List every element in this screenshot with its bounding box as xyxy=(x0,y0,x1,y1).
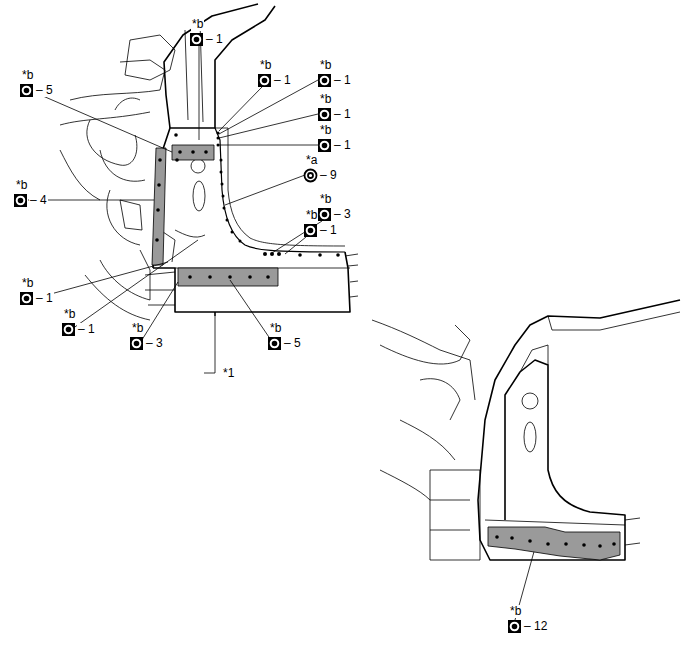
reference-mark: *b xyxy=(131,322,144,335)
reference-mark: *b xyxy=(269,322,282,335)
reference-mark: *b xyxy=(319,193,332,206)
reference-mark: *a xyxy=(305,154,318,167)
callout-number: – 3 xyxy=(333,208,352,221)
callout-number: – 12 xyxy=(523,620,548,633)
weld-symbol xyxy=(318,139,331,152)
callout-number: – 3 xyxy=(145,337,164,350)
reference-mark: *b xyxy=(319,59,332,72)
weld-symbol xyxy=(268,337,281,350)
callout-number: – 1 xyxy=(35,292,54,305)
weld-symbol xyxy=(20,84,33,97)
reference-mark: *b xyxy=(319,124,332,137)
callout-number: – 4 xyxy=(29,194,48,207)
callout-number: – 9 xyxy=(319,169,338,182)
weld-symbol xyxy=(318,208,331,221)
callout-number: – 5 xyxy=(35,84,54,97)
weld-symbol xyxy=(318,74,331,87)
reference-mark: *b xyxy=(21,277,34,290)
callout-number: – 1 xyxy=(333,108,352,121)
weld-symbol xyxy=(62,323,75,336)
reference-mark: *b xyxy=(15,179,28,192)
weld-symbol xyxy=(508,620,521,633)
callout-number: – 1 xyxy=(273,74,292,87)
reference-mark: *b xyxy=(259,59,272,72)
weld-symbol xyxy=(304,224,317,237)
weld-symbol xyxy=(318,108,331,121)
reference-mark: *b xyxy=(319,93,332,106)
weld-symbol xyxy=(258,74,271,87)
reference-mark: *1 xyxy=(222,367,235,380)
reference-mark: *b xyxy=(305,209,318,222)
callout-number: – 5 xyxy=(283,337,302,350)
weld-symbol xyxy=(305,170,317,182)
callout-number: – 1 xyxy=(77,323,96,336)
callout-number: – 1 xyxy=(333,74,352,87)
reference-mark: *b xyxy=(21,69,34,82)
weld-symbol xyxy=(130,337,143,350)
reference-mark: *b xyxy=(63,308,76,321)
weld-symbol xyxy=(20,292,33,305)
weld-symbol xyxy=(14,194,27,207)
callout-number: – 1 xyxy=(205,33,224,46)
reference-mark: *b xyxy=(191,18,204,31)
callout-number: – 1 xyxy=(333,139,352,152)
weld-symbol xyxy=(190,33,203,46)
reference-mark: *b xyxy=(509,605,522,618)
callout-number: – 1 xyxy=(319,224,338,237)
